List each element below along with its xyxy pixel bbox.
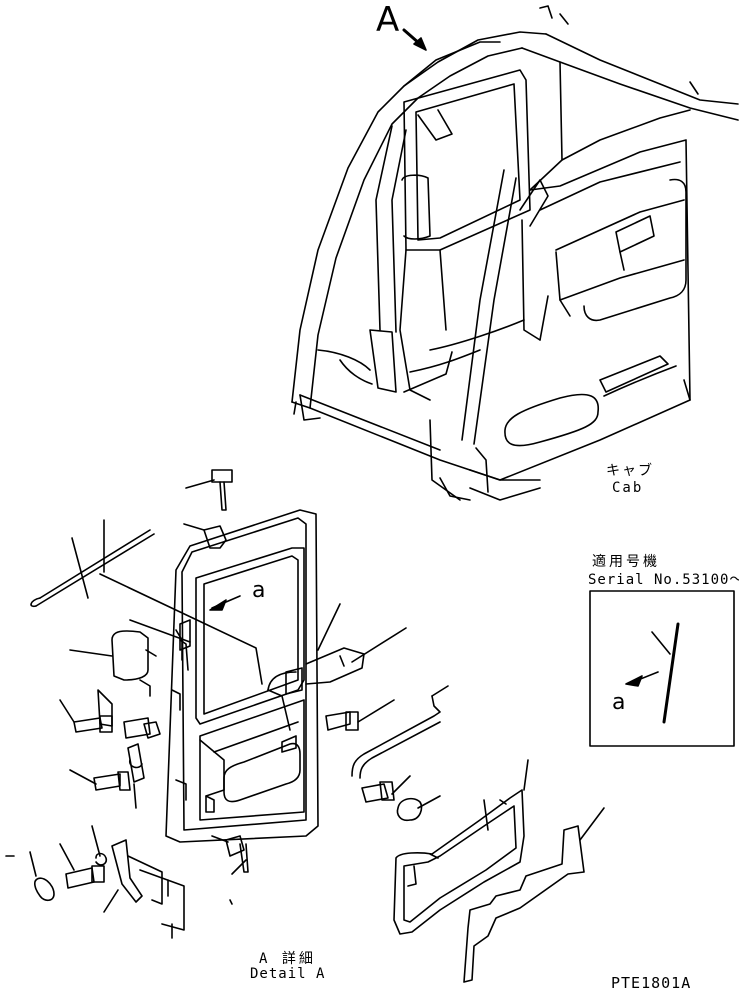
serial-label-jp: 適用号機 <box>592 554 660 570</box>
inset-line <box>662 622 680 724</box>
detail-label-jp: A 詳細 <box>259 951 316 967</box>
bolt <box>211 835 249 873</box>
cab-assembly <box>291 5 739 501</box>
bolt <box>123 717 161 739</box>
drawing-code: PTE1801A <box>611 974 692 992</box>
inset-arrow-label: a <box>612 690 626 715</box>
detail-label-en: Detail A <box>250 966 326 982</box>
cab-label-jp: キャブ <box>606 463 654 479</box>
weatherstrip-rod <box>35 529 155 607</box>
bolt <box>59 843 105 889</box>
trim-panel <box>393 789 525 935</box>
view-letter: A <box>376 0 400 40</box>
serial-inset-box <box>589 590 735 747</box>
view-arrow-label: a <box>252 578 266 603</box>
bolt <box>69 769 131 791</box>
bolt <box>361 775 411 803</box>
cab-label-en: Cab <box>612 480 644 496</box>
detail-a <box>5 469 735 983</box>
seal-sheet <box>463 825 585 983</box>
serial-label-en: Serial No.53100～ <box>588 572 739 588</box>
bolt <box>325 699 395 731</box>
bolt <box>185 469 233 511</box>
bolt <box>59 699 113 733</box>
